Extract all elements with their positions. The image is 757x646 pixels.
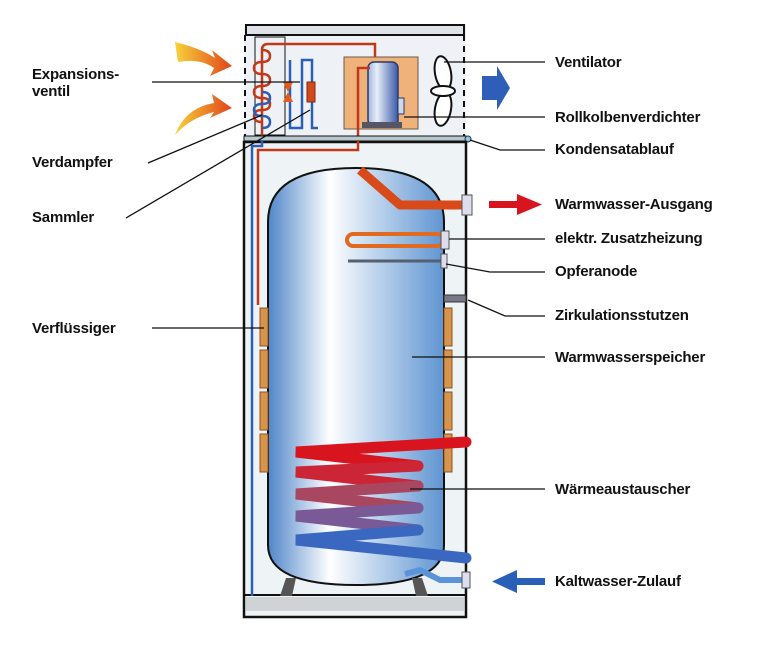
label-rollkolbenverdichter: Rollkolbenverdichter	[555, 109, 701, 126]
label-verdampfer: Verdampfer	[32, 154, 113, 171]
label-zirkulationsstutzen: Zirkulationsstutzen	[555, 307, 689, 324]
air-out-arrow	[482, 66, 510, 110]
compressor	[367, 61, 399, 127]
collector	[306, 81, 316, 103]
label-opferanode: Opferanode	[555, 263, 638, 280]
air-in-arrow-top	[175, 42, 232, 76]
expansion-valve	[283, 82, 293, 92]
label-verfluessiger: Verflüssiger	[32, 320, 116, 337]
label-sammler: Sammler	[32, 209, 94, 226]
storage-cabinet	[242, 140, 473, 619]
label-waermeaustauscher: Wärmeaustauscher	[555, 481, 691, 498]
air-in-arrow-bottom	[175, 94, 232, 135]
label-expansionsventil: Expansions- ventil	[32, 66, 119, 100]
label-ventilator: Ventilator	[555, 54, 622, 71]
leader-lines	[125, 61, 545, 490]
label-zusatzheizung: elektr. Zusatzheizung	[555, 230, 703, 247]
label-kaltwasser-zulauf: Kaltwasser-Zulauf	[555, 573, 681, 590]
hot-water-outlet-pipe	[357, 166, 468, 210]
cold-water-arrow	[492, 570, 545, 593]
label-warmwasserspeicher: Warmwasserspeicher	[555, 349, 706, 366]
heat-exchanger-coil	[295, 436, 472, 564]
condensate-drain	[464, 135, 472, 143]
label-kondensatablauf: Kondensatablauf	[555, 141, 674, 158]
circulation-nozzle	[443, 294, 467, 303]
cold-water-inlet-pipe	[404, 567, 466, 583]
label-warmwasser-ausgang: Warmwasser-Ausgang	[555, 196, 713, 213]
hot-water-arrow	[489, 194, 542, 215]
